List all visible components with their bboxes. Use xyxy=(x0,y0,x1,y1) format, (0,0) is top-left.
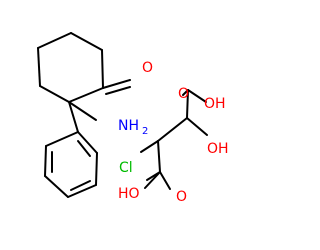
ring-bond xyxy=(101,49,104,89)
amine-bond xyxy=(68,101,97,121)
ring-bond xyxy=(70,32,103,51)
carbonyl-oxygen-label: O xyxy=(178,86,189,102)
acid-bond xyxy=(159,171,171,190)
aryl-ring-bond xyxy=(95,152,98,186)
chlorine-atom-label: Cl xyxy=(119,160,133,176)
ring-bond xyxy=(37,47,41,87)
aryl-ring-bond xyxy=(67,184,97,198)
aryl-ring-bond xyxy=(45,131,79,147)
aromatic-bond xyxy=(70,180,91,191)
acid-bond xyxy=(182,89,189,96)
ring-bond xyxy=(68,87,104,103)
amine-label: NH xyxy=(118,118,139,134)
aryl-bond xyxy=(68,101,79,133)
hydroxyl-label-top: OH xyxy=(204,96,226,112)
amine-subscript: 2 xyxy=(142,126,148,137)
aryl-ring-bond xyxy=(44,175,69,198)
acid-bond xyxy=(186,89,189,119)
acid-bond xyxy=(140,140,159,153)
acid-bond xyxy=(146,171,161,181)
carbonyl-oxygen-label-bottom: O xyxy=(176,189,187,205)
carbonyl-bond xyxy=(105,86,131,95)
acid-bond xyxy=(157,140,161,173)
aryl-ring-bond xyxy=(44,145,47,177)
oxygen-atom-label: O xyxy=(142,60,153,76)
aromatic-bond xyxy=(77,140,91,157)
hydroxyl-label-middle: OH xyxy=(207,141,229,157)
structure-diagram: O NH 2 Cl O OH OH O HO xyxy=(37,32,229,205)
molecule-drawing: O NH 2 Cl O OH OH O HO xyxy=(37,32,229,205)
ring-bond xyxy=(37,32,72,49)
acid-ho-label: HO xyxy=(118,186,140,202)
ring-bond xyxy=(39,85,70,103)
acid-bond xyxy=(157,117,188,142)
bond-lines xyxy=(37,32,208,198)
aryl-ring-bond xyxy=(77,131,98,154)
acid-bond xyxy=(187,89,207,103)
carbonyl-bond xyxy=(102,79,131,89)
acid-bond xyxy=(186,117,208,136)
